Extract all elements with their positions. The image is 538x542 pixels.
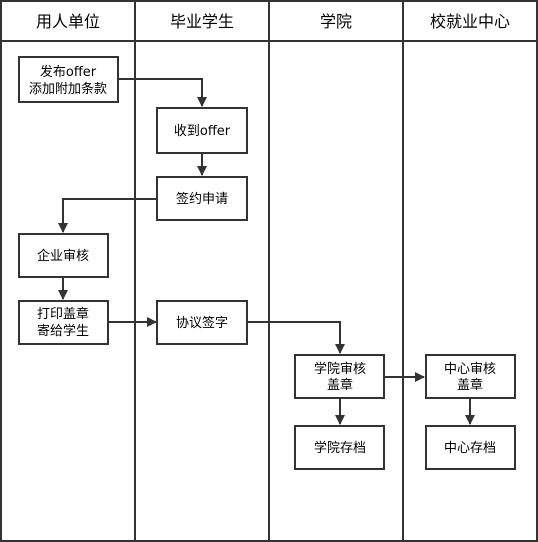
node-box — [156, 176, 248, 221]
node-publish-offer: 发布offer 添加附加条款 — [18, 56, 119, 103]
node-label-line: 协议签字 — [176, 315, 228, 331]
node-label-line: 盖章 — [327, 377, 353, 393]
node-label-line: 收到offer — [174, 124, 231, 139]
lane-header-college: 学院 — [320, 12, 352, 31]
node-box — [18, 233, 109, 278]
node-box — [294, 425, 385, 470]
node-label-line: 学院存档 — [314, 440, 366, 456]
node-box — [18, 300, 109, 345]
node-sign-apply: 签约申请 — [156, 176, 248, 221]
node-label-line: 寄给学生 — [37, 323, 89, 339]
node-center-archive: 中心存档 — [425, 425, 516, 470]
node-label-line: 发布offer — [40, 64, 97, 80]
node-label-line: 企业审核 — [37, 248, 89, 264]
connectors — [58, 78, 475, 425]
node-print-stamp: 打印盖章 寄给学生 — [18, 300, 109, 345]
node-label-line: 盖章 — [457, 377, 483, 393]
edge-sign-apply-to-ent-review — [58, 198, 157, 233]
node-label-line: 打印盖章 — [37, 306, 89, 322]
edge-agreement-to-college-review — [248, 321, 345, 354]
lane-header-career-center: 校就业中心 — [430, 12, 510, 31]
node-label-line: 学院审核 — [314, 361, 366, 377]
node-box — [18, 56, 119, 103]
edge-publish-to-receive — [118, 78, 207, 107]
lane-header-employer: 用人单位 — [36, 12, 100, 31]
node-box — [294, 354, 385, 399]
node-box — [156, 107, 248, 154]
node-receive-offer: 收到offer — [156, 107, 248, 154]
node-enterprise-review: 企业审核 — [18, 233, 109, 278]
lane-header-graduate: 毕业学生 — [170, 12, 234, 31]
node-center-review: 中心审核 盖章 — [425, 354, 516, 399]
node-label-line: 签约申请 — [176, 191, 228, 207]
node-label-line: 添加附加条款 — [29, 81, 107, 97]
node-box — [156, 300, 248, 345]
node-college-review: 学院审核 盖章 — [294, 354, 385, 399]
node-college-archive: 学院存档 — [294, 425, 385, 470]
node-agreement-sign: 协议签字 — [156, 300, 248, 345]
node-label-line: 中心存档 — [444, 441, 496, 456]
node-label-line: 中心审核 — [444, 362, 496, 377]
node-box — [425, 354, 516, 399]
node-box — [425, 425, 516, 470]
